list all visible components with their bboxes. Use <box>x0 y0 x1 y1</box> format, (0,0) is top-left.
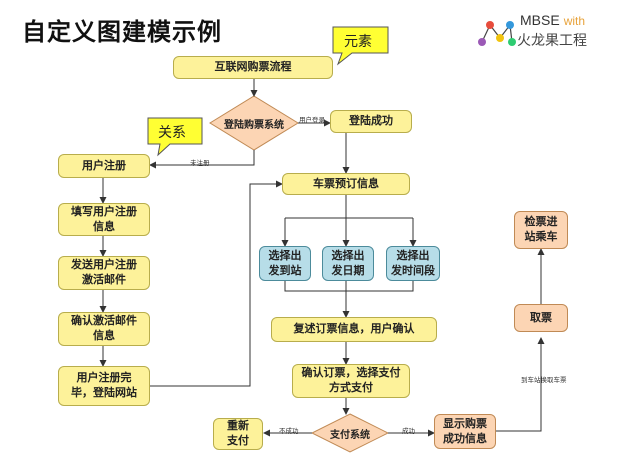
edge-booking-split <box>285 195 413 219</box>
logo-icon <box>478 21 516 46</box>
node-payment-system: 支付系统 <box>330 429 370 441</box>
edge-login-to-register <box>149 150 255 169</box>
edge-label-not-registered: 未注册 <box>190 159 210 167</box>
callout-element: 元素 <box>344 34 372 50</box>
node-confirm-order-payment: 确认订票，选择支付 方式支付 <box>292 364 410 398</box>
diamond-payment-system <box>310 413 390 453</box>
node-login-system: 登陆购票系统 <box>224 119 284 131</box>
node-select-time: 选择出 发时间段 <box>386 246 440 281</box>
node-register-complete: 用户注册完 毕，登陆网站 <box>58 366 150 406</box>
node-select-date: 选择出 发日期 <box>322 246 374 281</box>
logo-mbse: MBSE <box>520 12 560 28</box>
callout-element-shape <box>332 26 389 66</box>
node-send-activation-email: 发送用户注册 激活邮件 <box>58 256 150 290</box>
node-ticket-booking-info: 车票预订信息 <box>282 173 410 195</box>
edge-label-get-ticket-at-station: 到车站换取车票 <box>521 376 567 384</box>
logo-with: with <box>563 14 586 28</box>
edge-complete-to-booking <box>150 180 283 387</box>
edge-label-user-login: 用户登录 <box>299 116 325 124</box>
edge-label-failed: 不成功 <box>279 427 299 435</box>
node-internet-ticket-flow: 互联网购票流程 <box>173 56 333 79</box>
callout-relation-shape <box>147 117 203 157</box>
node-confirm-activation-info: 确认激活邮件 信息 <box>58 312 150 346</box>
edge-merge <box>284 281 414 292</box>
edge-label-success: 成功 <box>402 427 415 435</box>
node-repay: 重新 支付 <box>213 418 263 450</box>
node-get-ticket: 取票 <box>514 304 568 332</box>
node-review-order: 复述订票信息，用户确认 <box>271 317 437 342</box>
node-login-success: 登陆成功 <box>330 110 412 133</box>
node-check-board: 检票进 站乘车 <box>514 211 568 249</box>
node-show-success: 显示购票 成功信息 <box>434 414 496 449</box>
node-select-stations: 选择出 发到站 <box>259 246 311 281</box>
node-fill-register-info: 填写用户注册 信息 <box>58 203 150 236</box>
callout-relation: 关系 <box>158 125 186 141</box>
page-title: 自定义图建模示例 <box>22 18 222 46</box>
logo-text-company: 火龙果工程 <box>517 33 587 49</box>
edge-success-to-getticket <box>496 337 545 432</box>
node-user-register: 用户注册 <box>58 154 150 178</box>
